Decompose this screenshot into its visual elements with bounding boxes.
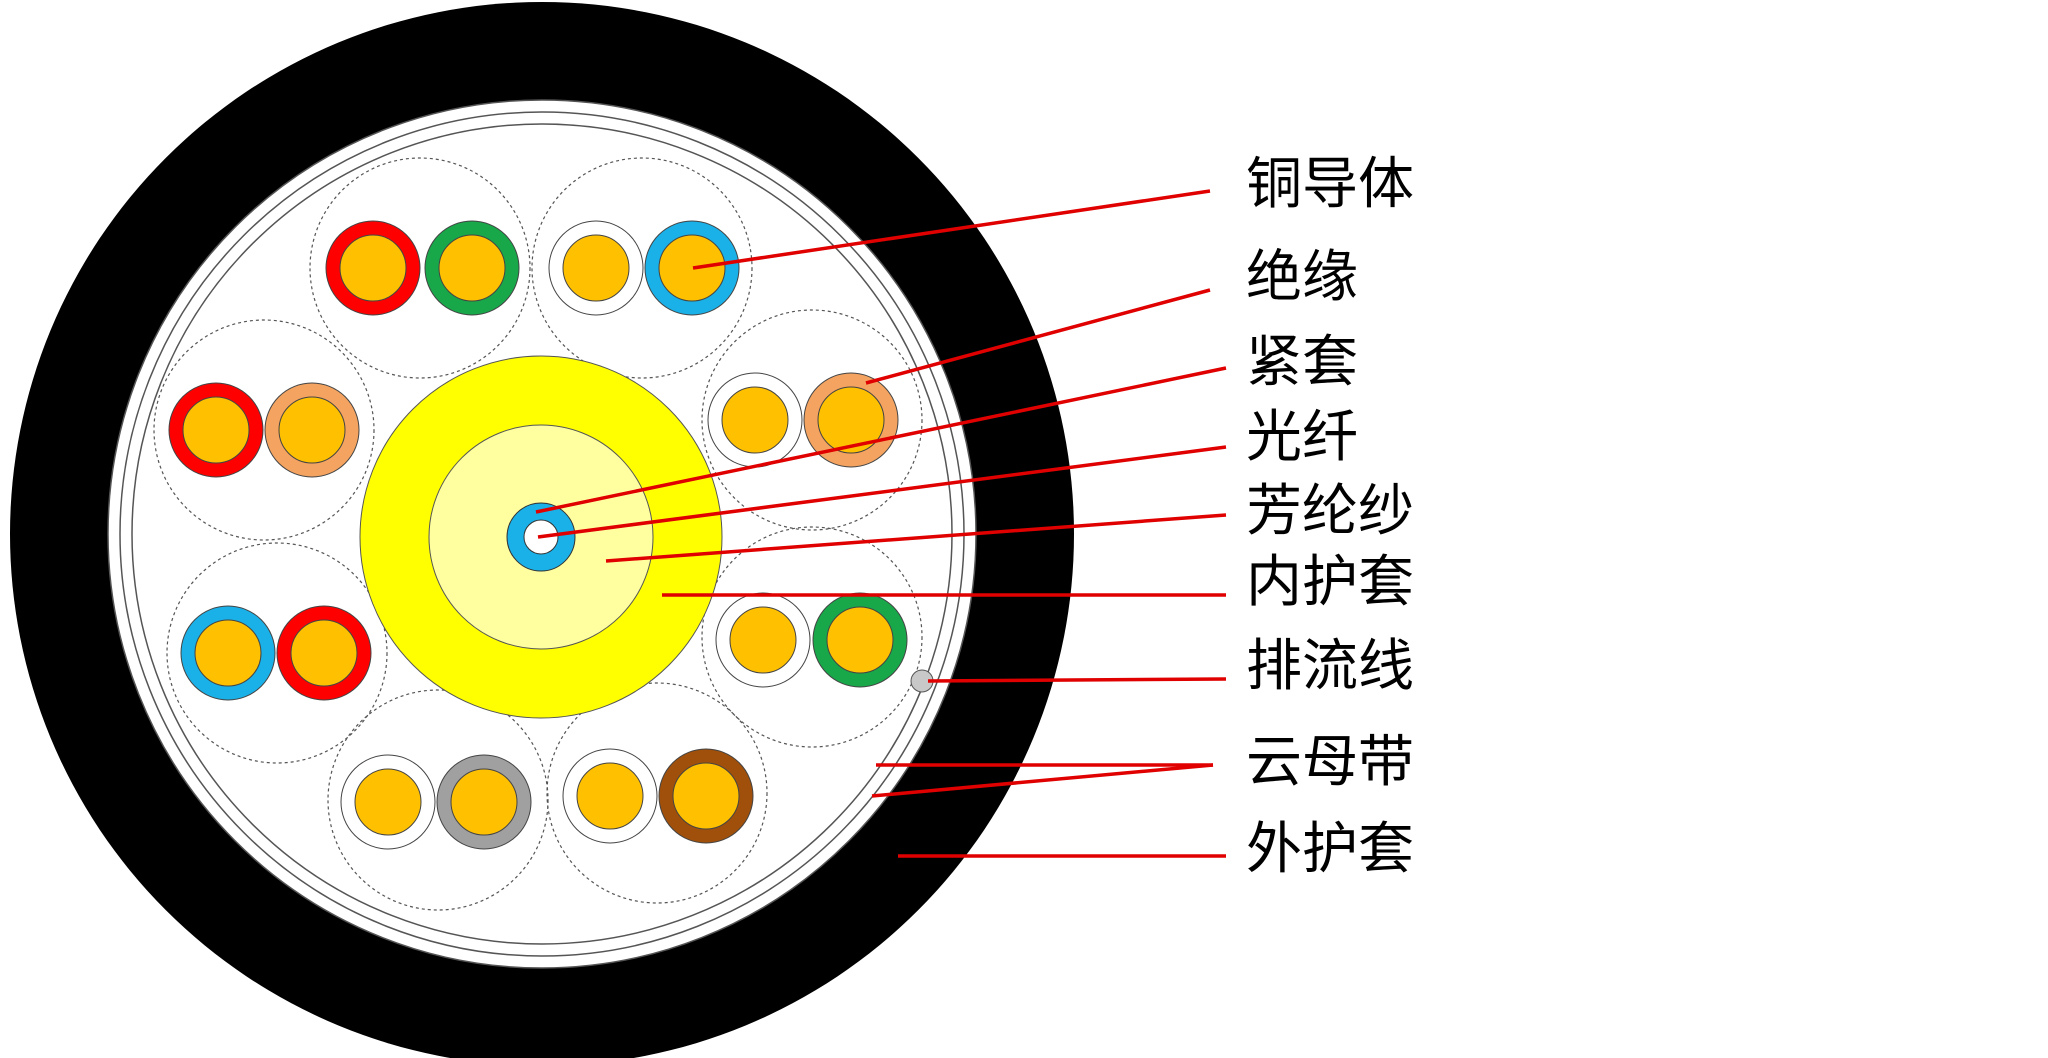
pair-5 [546, 682, 768, 904]
twisted-pairs [153, 157, 923, 911]
copper-conductor [182, 396, 250, 464]
pair-binder [701, 309, 923, 531]
leader-lines [535, 189, 1227, 858]
pair-2 [531, 157, 753, 379]
pair-binder [531, 157, 753, 379]
pair-3 [701, 309, 923, 531]
copper-conductor [576, 762, 644, 830]
copper-conductor [562, 234, 630, 302]
copper-conductor [817, 386, 885, 454]
copper-conductor [290, 619, 358, 687]
copper-conductor [438, 234, 506, 302]
leader-copper-conductor [692, 189, 1211, 270]
copper-conductor [826, 606, 894, 674]
leader-mica-tape-2 [871, 763, 1214, 798]
label-outer-sheath: 外护套 [1246, 817, 1414, 882]
pair-1 [309, 157, 531, 379]
label-mica-tape: 云母带 [1246, 730, 1414, 795]
leader-insulation [865, 288, 1211, 385]
pair-binder [153, 319, 375, 541]
copper-conductor [658, 234, 726, 302]
pair-6 [327, 689, 549, 911]
copper-conductor [672, 762, 740, 830]
label-drain-wire: 排流线 [1246, 634, 1414, 699]
copper-conductor [339, 234, 407, 302]
copper-conductor [278, 396, 346, 464]
pair-8 [153, 319, 375, 541]
pair-4 [701, 526, 923, 748]
copper-conductor [194, 619, 262, 687]
pair-7 [166, 542, 388, 764]
copper-conductor [729, 606, 797, 674]
copper-conductor [354, 768, 422, 836]
leader-tight-buffer [535, 366, 1227, 514]
copper-conductor [721, 386, 789, 454]
label-tight-buffer: 紧套 [1246, 330, 1358, 395]
copper-conductor [450, 768, 518, 836]
pair-binder [309, 157, 531, 379]
leader-optical-fiber [537, 445, 1227, 539]
label-insulation: 绝缘 [1246, 245, 1358, 310]
label-inner-sheath: 内护套 [1246, 550, 1414, 615]
pair-binder [701, 526, 923, 748]
leader-drain-wire [927, 677, 1227, 683]
pair-binder [327, 689, 549, 911]
pair-binder [546, 682, 768, 904]
label-copper-conductor: 铜导体 [1246, 152, 1414, 217]
label-optical-fiber: 光纤 [1246, 405, 1358, 470]
pair-binder [166, 542, 388, 764]
label-aramid-yarn: 芳纶纱 [1246, 479, 1414, 544]
leader-aramid-yarn [605, 513, 1227, 563]
